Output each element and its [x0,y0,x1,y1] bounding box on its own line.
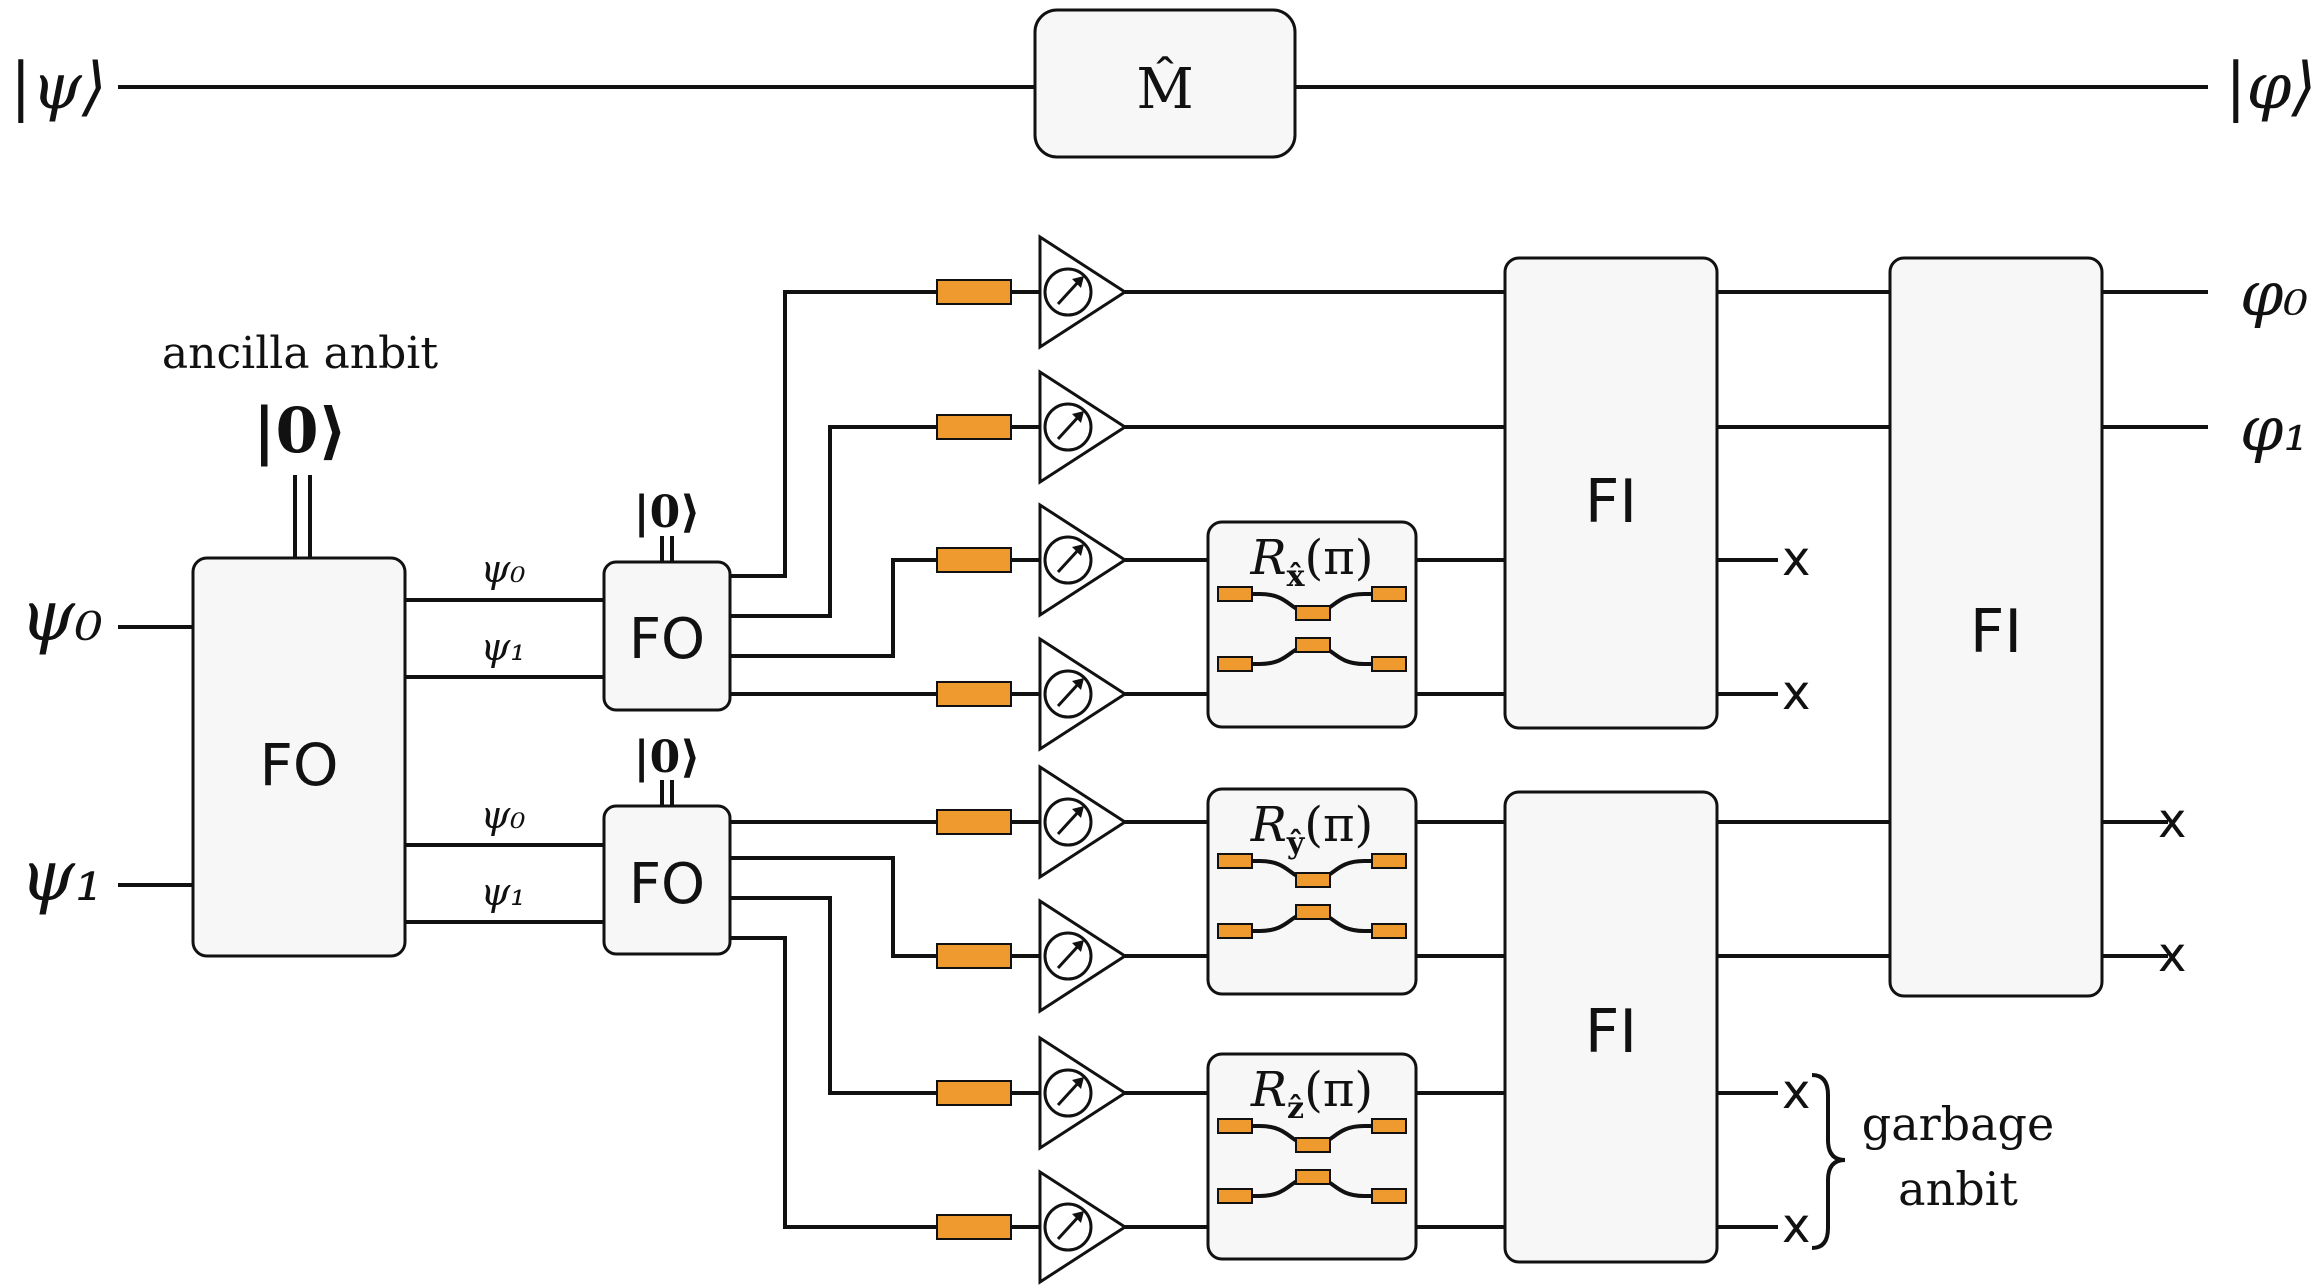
fo-block-main [191,556,407,958]
amplifier-arrowhead-8 [1072,1211,1084,1223]
waveguide-pad-2-2 [1371,853,1407,869]
waveguide-pad-1-2 [1371,586,1407,602]
rotation-label-1: Rx̂(π) [1249,530,1373,594]
waveguide-pad-1-6 [1295,637,1331,653]
fi-block-lower [1503,790,1719,1264]
attenuator-2 [936,414,1012,440]
fi-final-label: FI [1970,597,2022,667]
amplifier-needle-3 [1056,546,1082,574]
fo-block-upper [602,560,732,712]
amplifier-needle-7 [1056,1079,1082,1107]
attenuator-7 [936,1080,1012,1106]
discard-mark-2: x [1782,665,1810,721]
garbage-brace [1811,1073,1846,1250]
operator-m-label: M̂ [1136,55,1193,122]
ancilla-anbit-label: ancilla anbit [162,328,438,379]
waveguide-pad-3-5 [1295,1137,1331,1153]
amplifier-arrowhead-6 [1072,940,1084,952]
waveguide-pad-1-4 [1371,656,1407,672]
waveguide-pad-2-4 [1371,923,1407,939]
amplifier-arrowhead-2 [1072,411,1084,423]
fi-block-upper [1503,256,1719,730]
fi-block-final [1888,256,2104,998]
psi0-label-lower: ψ₀ [480,793,525,837]
waveguide-pad-1-3 [1217,656,1253,672]
rotation-box-2 [1206,787,1418,996]
route-ch6 [730,856,1000,958]
output-phi1-label: φ₁ [2240,392,2308,465]
attenuator-6 [936,943,1012,969]
rotation-box-3 [1206,1052,1418,1261]
fo-lower-label: FO [629,852,705,917]
rotation-box-1 [1206,520,1418,729]
waveguide-pad-1-5 [1295,605,1331,621]
route-ch8 [730,936,1000,1229]
rotation-label-2: Rŷ(π) [1250,797,1374,861]
ancilla-ket-large: |0⟩ [253,394,347,467]
amplifier-needle-4 [1056,680,1082,708]
attenuator-4 [936,681,1012,707]
waveguide-pad-3-3 [1217,1188,1253,1204]
route-ch7 [730,896,1000,1095]
psi1-label-lower: ψ₁ [480,870,525,914]
fi-lower-label: FI [1585,997,1637,1067]
waveguide-pad-3-1 [1217,1118,1253,1134]
waveguide-pad-2-6 [1295,904,1331,920]
amplifier-arrowhead-3 [1072,544,1084,556]
psi0-label-upper: ψ₀ [480,547,525,591]
fo-main-label: FO [259,731,338,799]
waveguide-pad-3-2 [1371,1118,1407,1134]
discard-mark-5: x [1782,1064,1810,1120]
amplifier-needle-8 [1056,1213,1082,1241]
output-state-label: |φ⟩ [2225,50,2316,124]
amplifier-arrowhead-1 [1072,276,1084,288]
amplifier-needle-2 [1056,413,1082,441]
attenuator-3 [936,547,1012,573]
attenuator-8 [936,1214,1012,1240]
attenuator-5 [936,809,1012,835]
amplifier-needle-6 [1056,942,1082,970]
fo-block-lower [602,804,732,956]
amplifier-needle-5 [1056,808,1082,836]
operator-m-box [1033,8,1297,159]
psi1-label-upper: ψ₁ [480,625,525,669]
fi-upper-label: FI [1585,467,1637,537]
ancilla-ket-small-lower: |0⟩ [634,732,701,783]
waveguide-pad-2-1 [1217,853,1253,869]
waveguide-pad-2-3 [1217,923,1253,939]
input-state-label: |ψ⟩ [10,50,107,124]
discard-mark-4: x [2158,927,2186,983]
rotation-label-3: Rẑ(π) [1250,1062,1373,1126]
input-psi0-label: ψ₀ [20,575,103,657]
waveguide-pad-2-5 [1295,872,1331,888]
discard-mark-1: x [1782,531,1810,587]
fo-upper-label: FO [629,607,705,672]
amplifier-needle-1 [1056,278,1082,306]
route-ch1 [730,290,1000,578]
input-psi1-label: ψ₁ [20,835,103,917]
ancilla-ket-small-upper: |0⟩ [634,487,701,538]
attenuator-1 [936,279,1012,305]
amplifier-arrowhead-5 [1072,806,1084,818]
waveguide-pad-1-1 [1217,586,1253,602]
waveguide-pad-3-6 [1295,1169,1331,1185]
garbage-label-line1: garbage [1862,1097,2054,1151]
route-ch2 [730,425,1000,618]
garbage-label-line2: anbit [1898,1162,2018,1216]
amplifier-arrowhead-4 [1072,678,1084,690]
discard-mark-3: x [2158,793,2186,849]
amplifier-arrowhead-7 [1072,1077,1084,1089]
discard-mark-6: x [1782,1198,1810,1254]
output-phi0-label: φ₀ [2240,257,2308,330]
waveguide-pad-3-4 [1371,1188,1407,1204]
